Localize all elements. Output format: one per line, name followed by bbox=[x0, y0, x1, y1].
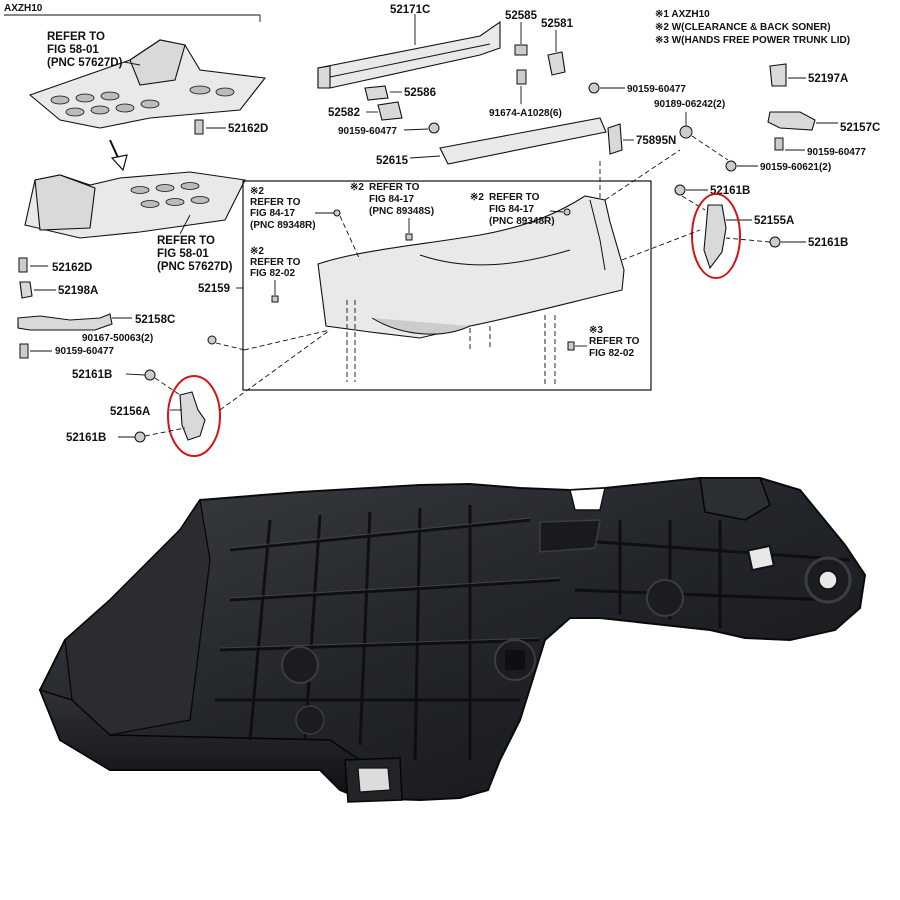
label-52582: 52582 bbox=[328, 107, 360, 119]
label-52157C: 52157C bbox=[840, 122, 880, 134]
clip-52161B-left-lower bbox=[118, 427, 186, 443]
clip-52162D-upper bbox=[194, 119, 226, 135]
retainer-52155A bbox=[703, 204, 752, 270]
ref-top-fig: FIG 58-01 bbox=[47, 44, 99, 56]
bolt-90159-60621 bbox=[725, 160, 758, 172]
ref-b4-fig: FIG 82-02 bbox=[250, 268, 295, 279]
note-1: ※1 AXZH10 bbox=[655, 9, 710, 20]
bumper-cover-frame bbox=[242, 180, 652, 391]
install-lines bbox=[219, 149, 701, 411]
label-90159-center: 90159-60477 bbox=[627, 84, 686, 95]
label-52585: 52585 bbox=[505, 10, 538, 22]
highlight-circle-right bbox=[691, 193, 741, 279]
clip-52161B-left-upper bbox=[125, 369, 181, 396]
label-52171C: 52171C bbox=[390, 4, 430, 16]
highlight-circle-left bbox=[167, 375, 221, 457]
screw-90167 bbox=[207, 335, 246, 351]
retainer-52156A bbox=[170, 391, 206, 441]
label-90159-left: 90159-60477 bbox=[55, 346, 114, 357]
label-52161B-left-lower: 52161B bbox=[66, 432, 106, 444]
bracket-product-photo bbox=[38, 477, 867, 803]
part-52582 bbox=[366, 101, 403, 121]
ref-b1-mark: ※2 bbox=[250, 186, 264, 197]
label-52161B-right-lower: 52161B bbox=[808, 237, 848, 249]
label-90189: 90189-06242(2) bbox=[654, 99, 725, 110]
ref-top-pnc: (PNC 57627D) bbox=[47, 57, 123, 69]
ref-b3-mark: ※2 bbox=[470, 192, 484, 203]
bracket-52581 bbox=[547, 30, 566, 76]
label-90167: 90167-50063(2) bbox=[82, 333, 153, 344]
label-90159-right: 90159-60477 bbox=[807, 147, 866, 158]
ref-b1-refer: REFER TO bbox=[250, 197, 301, 208]
bolt-90159-center-lower bbox=[403, 122, 440, 134]
label-52198A: 52198A bbox=[58, 285, 98, 297]
ref-b5-fig: FIG 82-02 bbox=[589, 348, 634, 359]
notes-legend: ※1 AXZH10 ※2 W(CLEARANCE & BACK SONER) ※… bbox=[655, 9, 850, 46]
label-52156A: 52156A bbox=[110, 406, 150, 418]
label-52161B-right-upper: 52161B bbox=[710, 185, 750, 197]
clip-52161B-right-upper bbox=[674, 184, 708, 211]
ref-b3-pnc: (PNC 89348R) bbox=[489, 216, 555, 227]
ref-b5-refer: REFER TO bbox=[589, 336, 640, 347]
ref-mid-pnc: (PNC 57627D) bbox=[157, 261, 233, 273]
model-code: AXZH10 bbox=[4, 3, 43, 14]
label-52581: 52581 bbox=[541, 18, 574, 30]
reinforcement-52171C bbox=[317, 14, 501, 89]
bolt-90159-center bbox=[588, 82, 625, 94]
ref-b1-pnc: (PNC 89348R) bbox=[250, 220, 316, 231]
bolt-90159-right bbox=[774, 137, 805, 151]
ref-b3-fig: FIG 84-17 bbox=[489, 204, 534, 215]
part-52586 bbox=[364, 85, 402, 101]
label-91674: 91674-A1028(6) bbox=[489, 108, 562, 119]
clip-52161B-right-lower bbox=[725, 236, 806, 248]
pad-75895N bbox=[607, 123, 634, 155]
label-52615: 52615 bbox=[376, 155, 409, 167]
label-75895N: 75895N bbox=[636, 135, 676, 147]
retainer-52158C bbox=[17, 313, 132, 331]
part-52585 bbox=[514, 22, 528, 56]
ref-mid-refer: REFER TO bbox=[157, 235, 215, 247]
retainer-52157C bbox=[767, 111, 838, 131]
bolt-90159-left bbox=[19, 343, 52, 359]
undercover-upper bbox=[28, 39, 267, 129]
bracket-52198A bbox=[19, 281, 56, 299]
label-52586: 52586 bbox=[404, 87, 436, 99]
ref-top-refer: REFER TO bbox=[47, 31, 105, 43]
label-90159-60621: 90159-60621(2) bbox=[760, 162, 831, 173]
ref-b2-refer: REFER TO bbox=[369, 182, 420, 193]
label-90159-center-lower: 90159-60477 bbox=[338, 126, 397, 137]
clip-52162D-lower bbox=[18, 257, 48, 273]
label-52155A: 52155A bbox=[754, 215, 794, 227]
absorber-52615 bbox=[409, 117, 607, 165]
note-2: ※2 W(CLEARANCE & BACK SONER) bbox=[655, 22, 831, 33]
ref-mid-fig: FIG 58-01 bbox=[157, 248, 209, 260]
label-52197A: 52197A bbox=[808, 73, 848, 85]
ref-b4-refer: REFER TO bbox=[250, 257, 301, 268]
bumper-cover-52159 bbox=[317, 195, 625, 339]
ref-b3-refer: REFER TO bbox=[489, 192, 540, 203]
ref-b2-fig: FIG 84-17 bbox=[369, 194, 414, 205]
ref-b2-pnc: (PNC 89348S) bbox=[369, 206, 434, 217]
note-3: ※3 W(HANDS FREE POWER TRUNK LID) bbox=[655, 35, 850, 46]
part-52197A bbox=[769, 63, 806, 87]
ref-b4-mark: ※2 bbox=[250, 246, 264, 257]
label-52162D-lower: 52162D bbox=[52, 262, 92, 274]
ref-b5-mark: ※3 bbox=[589, 325, 603, 336]
arrow-down-icon bbox=[109, 139, 128, 172]
label-52159: 52159 bbox=[198, 283, 230, 295]
header: AXZH10 bbox=[4, 3, 261, 22]
ref-b2-mark: ※2 bbox=[350, 182, 364, 193]
bolt-91674 bbox=[516, 69, 527, 104]
ref-b1-fig: FIG 84-17 bbox=[250, 208, 295, 219]
label-52162D-upper: 52162D bbox=[228, 123, 268, 135]
washer-90189 bbox=[679, 112, 729, 161]
undercover-lower bbox=[24, 171, 246, 239]
label-52158C: 52158C bbox=[135, 314, 175, 326]
label-52161B-left-upper: 52161B bbox=[72, 369, 112, 381]
